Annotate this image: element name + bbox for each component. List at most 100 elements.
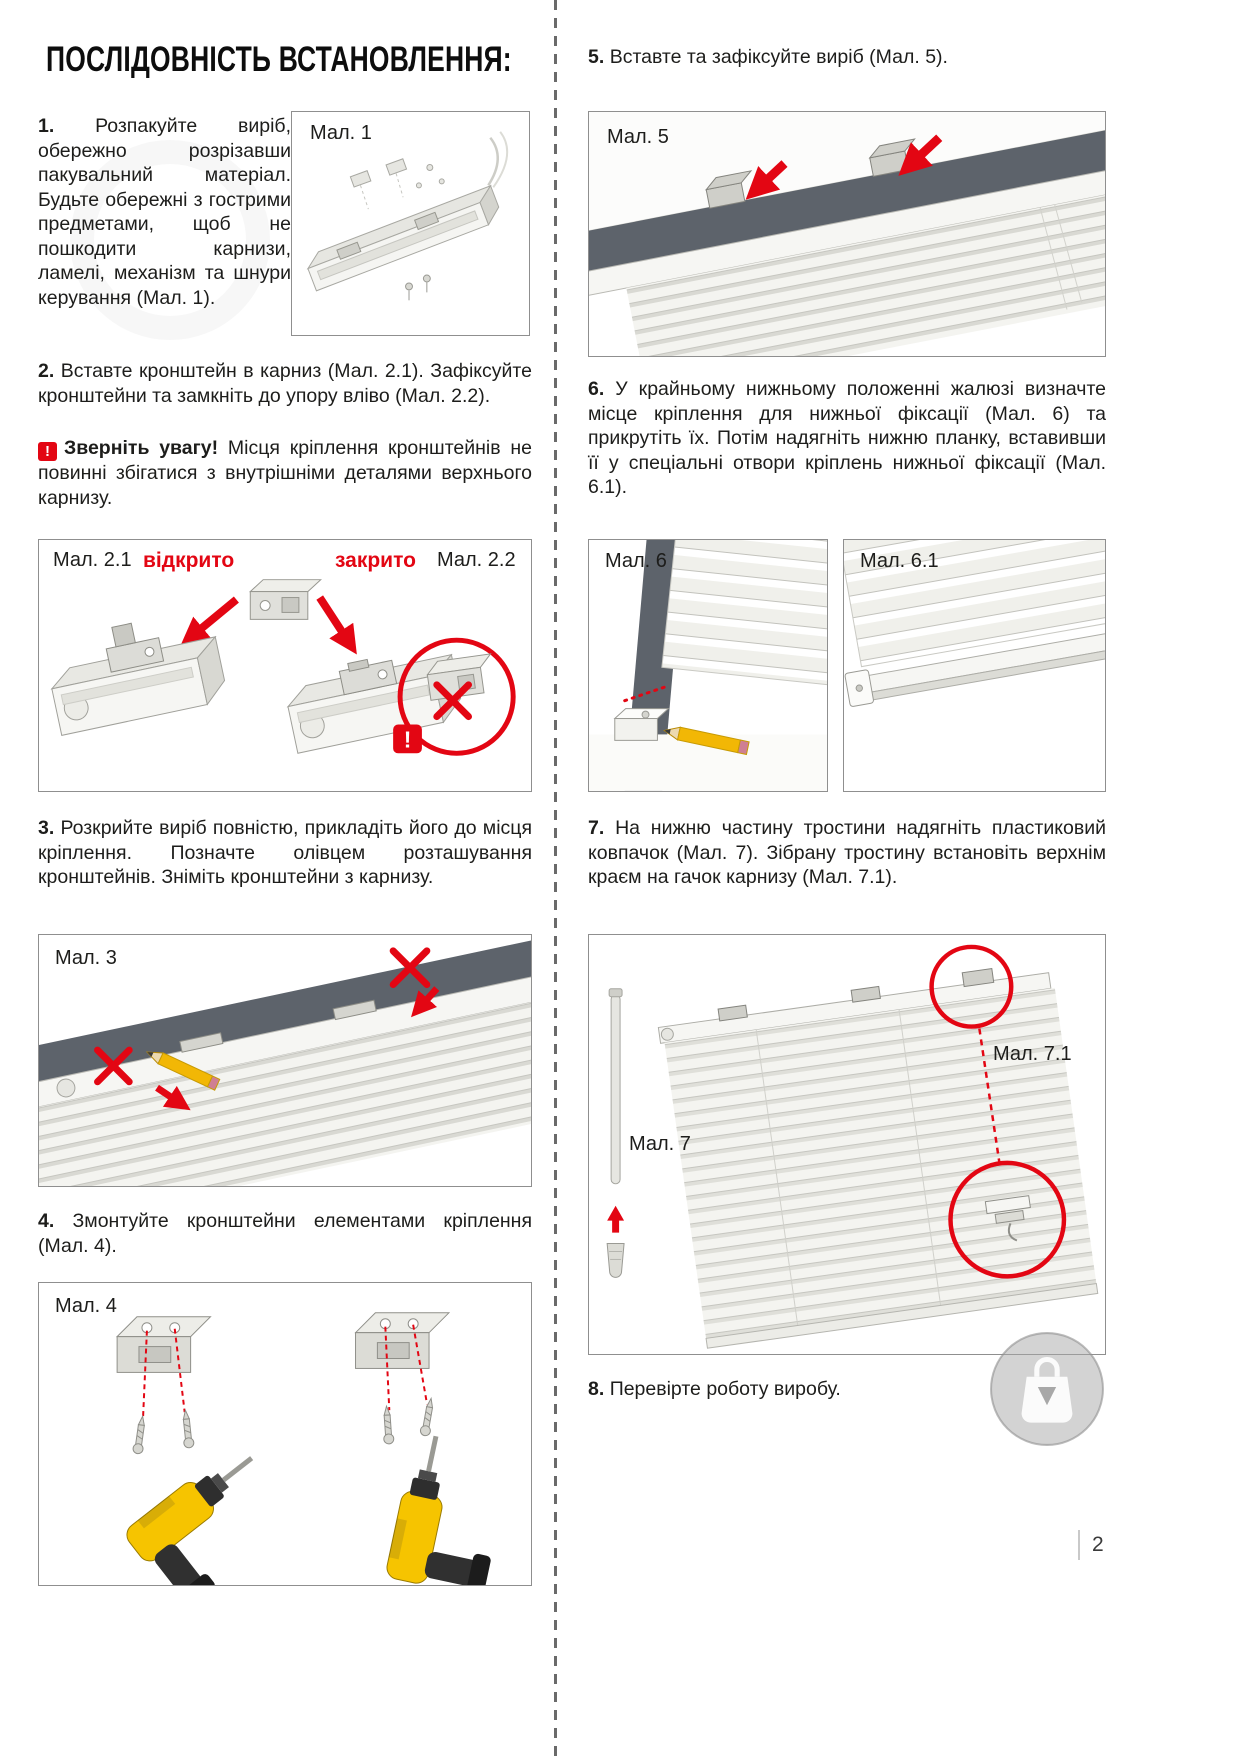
step-2-number: 2.: [38, 360, 55, 382]
drilling-brackets-illustration: [115, 1312, 491, 1585]
screw-right-2: [419, 1396, 434, 1437]
mark-bottom-fixation-illustration: [589, 540, 827, 791]
ladder-cords: [755, 1009, 942, 1326]
red-arrow-right: [898, 134, 943, 176]
exclamation-box: [393, 724, 422, 754]
red-cross-icon: [389, 947, 431, 989]
brand-watermark-logo: [990, 1332, 1104, 1446]
figure-4: Мал. 4: [38, 1282, 532, 1586]
bottom-rail-fixation-illustration: [844, 540, 1105, 707]
step-4-text: 4. Змонтуйте кронштейни елементами кріпл…: [38, 1209, 532, 1258]
headrail-exploded-illustration: [306, 131, 509, 301]
alignment-lines-left: [141, 1328, 186, 1421]
screws: [405, 274, 431, 301]
assembled-blinds: [657, 968, 1099, 1349]
figure-1: Мал. 1: [291, 111, 530, 336]
step-3-body: Розкрийте виріб повністю, прикладіть йог…: [38, 817, 533, 888]
figure-5: Мал. 5: [588, 111, 1106, 357]
leader-lines: [359, 173, 404, 210]
figure-4-label: Мал. 4: [55, 1295, 117, 1317]
bottom-fixation-end: [844, 669, 874, 707]
step-5-text: 5. Вставте та зафіксуйте виріб (Мал. 5).: [588, 45, 1106, 70]
column-divider: [554, 0, 557, 1760]
figure-6-1: Мал. 6.1: [843, 539, 1106, 792]
tilted-slats: [661, 540, 827, 687]
cords: [1039, 204, 1083, 310]
figure-7-label: Мал. 7: [629, 1133, 691, 1155]
figure-2-2-label: Мал. 2.2: [437, 549, 516, 571]
marking-positions-illustration: [39, 935, 531, 1186]
figure-6: Мал. 6: [588, 539, 828, 792]
figure-7-1-label: Мал. 7.1: [993, 1043, 1072, 1065]
pencil-icon: [663, 726, 750, 756]
figure-6-label: Мал. 6: [605, 550, 667, 572]
page-title: ПОСЛІДОВНІСТЬ ВСТАНОВЛЕННЯ:: [46, 40, 512, 79]
loose-parts: [349, 158, 445, 189]
red-arrow-left: [180, 596, 239, 646]
screw-left-2: [182, 1408, 195, 1449]
drill-icon-right: [386, 1435, 491, 1585]
step-3-number: 3.: [38, 817, 55, 839]
red-arrow-left: [745, 160, 788, 200]
pencil-icon: [145, 1051, 221, 1091]
headrail-open-bracket: [50, 622, 226, 736]
step-3-text: 3. Розкрийте виріб повністю, прикладіть …: [38, 816, 532, 890]
figure-1-label: Мал. 1: [310, 122, 372, 144]
up-arrow-icon: [607, 1205, 625, 1233]
figure-2: Мал. 2.1 відкрито закрито Мал. 2.2: [38, 539, 532, 792]
alignment-lines-right: [384, 1324, 429, 1411]
zoom-connector: [978, 1028, 1001, 1163]
step-8-number: 8.: [588, 1378, 605, 1400]
wrong-mounting-warning: !: [393, 637, 516, 756]
step-8-text: 8. Перевірте роботу виробу.: [588, 1377, 1106, 1402]
step-5-number: 5.: [588, 46, 605, 68]
insert-and-lock-illustration: [589, 112, 1105, 356]
headrail: [306, 184, 500, 292]
step-4-number: 4.: [38, 1210, 55, 1232]
bracket-left: [115, 1316, 212, 1373]
rail-brackets: [717, 968, 995, 1022]
figure-2-closed-label: закрито: [335, 549, 416, 572]
step-6-number: 6.: [588, 378, 605, 400]
step-2-text: 2. Вставте кронштейн в карниз (Мал. 2.1)…: [38, 359, 532, 408]
step-2-body: Вставте кронштейн в карниз (Мал. 2.1). З…: [38, 360, 532, 407]
step-2-warning: ! Зверніть увагу! Місця кріплення кронште…: [38, 436, 532, 510]
step-7-text: 7. На нижню частину тростини надягніть п…: [588, 816, 1106, 890]
screw-right-1: [383, 1404, 395, 1445]
exclamation-glyph: !: [404, 726, 412, 752]
red-arrow-right: [316, 595, 357, 655]
figure-7: Мал. 7 Мал. 7.1: [588, 934, 1106, 1355]
step-7-number: 7.: [588, 817, 605, 839]
marking-dots: [623, 684, 670, 703]
page-number: 2: [1078, 1530, 1104, 1560]
drill-icon-left: [126, 1456, 254, 1585]
page-number-value: 2: [1092, 1533, 1104, 1556]
step-1-text: 1. Розпакуйте виріб, обережно розрізавши…: [38, 114, 291, 310]
bracket-lock-illustration: !: [50, 579, 516, 756]
brand-watermark: [988, 1330, 1106, 1448]
step-1-number: 1.: [38, 115, 55, 137]
warning-title: Зверніть увагу!: [64, 437, 219, 459]
wand-and-hook-illustration: [606, 944, 1099, 1349]
red-arrow-left: [155, 1084, 191, 1111]
screw-left-1: [132, 1414, 145, 1455]
window-frame-with-rail: [589, 112, 1105, 356]
warning-body: Місця кріплення кронштейнів не повинні з…: [38, 437, 532, 509]
bag-arrow-icon: [1037, 1386, 1057, 1406]
step-5-body: Вставте та зафіксуйте виріб (Мал. 5).: [609, 46, 948, 68]
bracket-right: [354, 1312, 451, 1369]
hook-highlight-top: [929, 944, 1014, 1029]
step-6-text: 6. У крайньому нижньому положенні жалюзі…: [588, 377, 1106, 500]
control-cord-2: [492, 131, 509, 188]
warning-icon: !: [38, 442, 57, 461]
hook-detail: [984, 1195, 1031, 1242]
figure-3: Мал. 3: [38, 934, 532, 1187]
red-arrow-top: [411, 986, 440, 1018]
red-cross-icon-2: [94, 1046, 133, 1086]
step-6-body: У крайньому нижньому положенні жалюзі ви…: [588, 378, 1107, 498]
tilt-wand: [608, 988, 623, 1185]
red-cross-icon: [433, 681, 473, 721]
hook-highlight-bottom: [948, 1160, 1067, 1279]
figure-6-1-label: Мал. 6.1: [860, 550, 939, 572]
